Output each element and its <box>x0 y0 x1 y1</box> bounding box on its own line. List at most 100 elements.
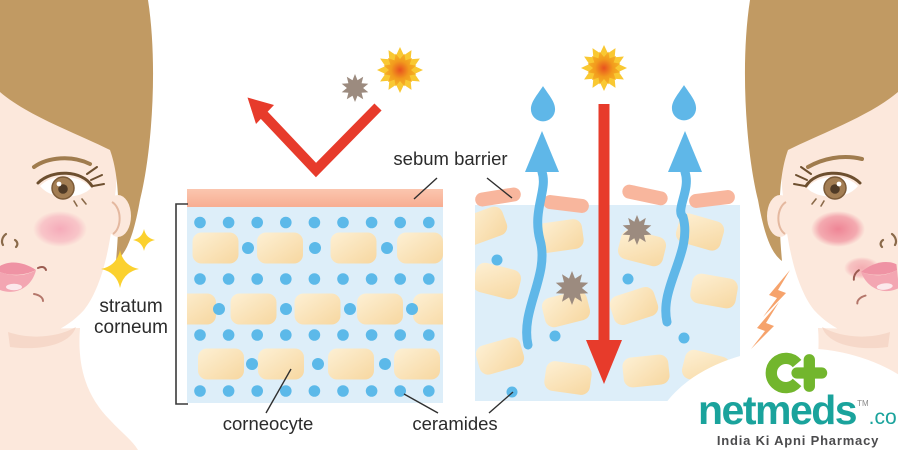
ceramide-dot <box>381 242 393 254</box>
ceramides-label: ceramides <box>412 413 498 434</box>
logo-tm-text: TM <box>857 399 869 408</box>
moisture-loss-arrow <box>661 131 702 327</box>
water-drop-icon <box>530 86 556 122</box>
ceramide-dot <box>194 273 206 285</box>
corneocyte-cell <box>622 354 670 388</box>
corneocyte-cell <box>475 206 508 246</box>
ceramide-dot <box>222 216 235 229</box>
sparkles <box>101 229 155 288</box>
ceramide-dot <box>246 358 258 370</box>
ceramide-dot <box>344 303 356 315</box>
ceramide-dot <box>622 273 634 285</box>
ceramide-dot <box>423 385 435 397</box>
corneocyte-cell <box>397 232 443 264</box>
corneocyte-cell <box>328 348 374 380</box>
ceramide-dot <box>678 332 690 344</box>
corneocyte-cell <box>257 232 303 264</box>
corneocyte-cell <box>357 293 403 325</box>
corneocyte-cell <box>541 290 591 328</box>
healthy-skin-panel <box>187 189 443 403</box>
uv-penetrate-arrow <box>586 104 622 384</box>
lips <box>0 262 47 302</box>
corneocyte-cell <box>394 348 440 380</box>
ceramide-dot <box>394 273 407 285</box>
annotation-lines <box>175 177 514 414</box>
netmeds-cross-icon <box>765 352 828 394</box>
healthy-side-symbols <box>247 47 423 178</box>
ceramide-dot <box>406 303 418 315</box>
ceramide-dot <box>337 329 349 341</box>
broken-sebum-barrier-piece <box>622 184 668 206</box>
logo-brand-text: netmeds <box>698 387 858 433</box>
ceramide-dot <box>365 329 378 341</box>
ceramide-dot <box>251 385 263 397</box>
ceramide-dot <box>312 358 324 370</box>
ceramide-dot <box>365 273 378 285</box>
corneocyte-cell <box>544 361 592 395</box>
ceramide-dot <box>194 216 206 229</box>
ceramide-dot <box>423 273 435 285</box>
lightning-icon <box>751 302 779 349</box>
sparkle-icon <box>133 229 155 251</box>
damaged-skin-panel <box>475 184 740 401</box>
corneocyte-cell <box>187 293 216 325</box>
corneocyte-cell <box>690 273 738 309</box>
ceramide-dot <box>308 273 321 285</box>
logo-tagline-text: India Ki Apni Pharmacy <box>716 433 880 448</box>
irritant-icon <box>622 215 652 245</box>
corneocyte-cell <box>294 293 341 325</box>
healthy-face-illustration <box>0 0 154 450</box>
lips <box>852 262 898 305</box>
nose <box>0 232 19 249</box>
irritant-icon <box>341 74 369 102</box>
ceramide-dot <box>394 216 407 229</box>
pointer-line <box>413 177 438 200</box>
pointer-line <box>403 393 439 414</box>
nose <box>879 232 898 249</box>
ceramide-dot <box>394 329 407 341</box>
ceramide-dot <box>280 273 292 285</box>
ceramide-dot <box>337 273 349 285</box>
ceramide-dot <box>213 303 225 315</box>
moisture-loss-arrow <box>522 131 559 350</box>
ceramide-dot <box>280 216 292 229</box>
logo-tld-text: .com <box>868 406 898 429</box>
ceramide-dot <box>423 329 435 341</box>
eyebrow <box>32 156 92 169</box>
ceramide-dot <box>280 329 292 341</box>
ceramide-dot <box>365 216 378 229</box>
ceramide-dot <box>308 329 321 341</box>
ceramide-dot <box>549 330 561 342</box>
damaged-side-symbols <box>522 45 702 384</box>
logo-background-blob <box>650 348 898 450</box>
ceramide-dot <box>194 385 206 397</box>
ceramide-dot <box>491 254 503 266</box>
ceramide-dot <box>308 216 321 229</box>
ceramide-dot <box>337 385 349 397</box>
ceramide-dot <box>394 385 407 397</box>
broken-sebum-barrier-piece <box>689 190 735 208</box>
irritant-icon <box>555 271 589 305</box>
ceramide-dot <box>309 242 321 254</box>
pointer-line <box>488 391 514 414</box>
ceramide-dot <box>379 358 391 370</box>
corneocyte-cell <box>475 262 522 300</box>
ceramide-dot <box>280 385 292 397</box>
ceramide-dot <box>194 329 206 341</box>
sebum-barrier-bar <box>187 189 443 207</box>
lightning <box>751 270 790 349</box>
corneocyte-cell <box>609 286 659 326</box>
netmeds-logo: netmedsTM.com India Ki Apni Pharmacy <box>698 350 898 448</box>
ceramide-dot <box>308 385 321 397</box>
broken-sebum-barrier-piece <box>475 187 521 207</box>
ceramide-dot <box>251 329 263 341</box>
ceramide-dot <box>222 329 235 341</box>
lightning-icon <box>763 270 790 317</box>
corneocyte-cell <box>258 348 304 380</box>
water-drop-icon <box>671 85 697 121</box>
ceramide-dot <box>242 242 254 254</box>
uv-reflect-arrow <box>247 97 382 178</box>
stratum-corneum-bracket <box>175 203 188 405</box>
